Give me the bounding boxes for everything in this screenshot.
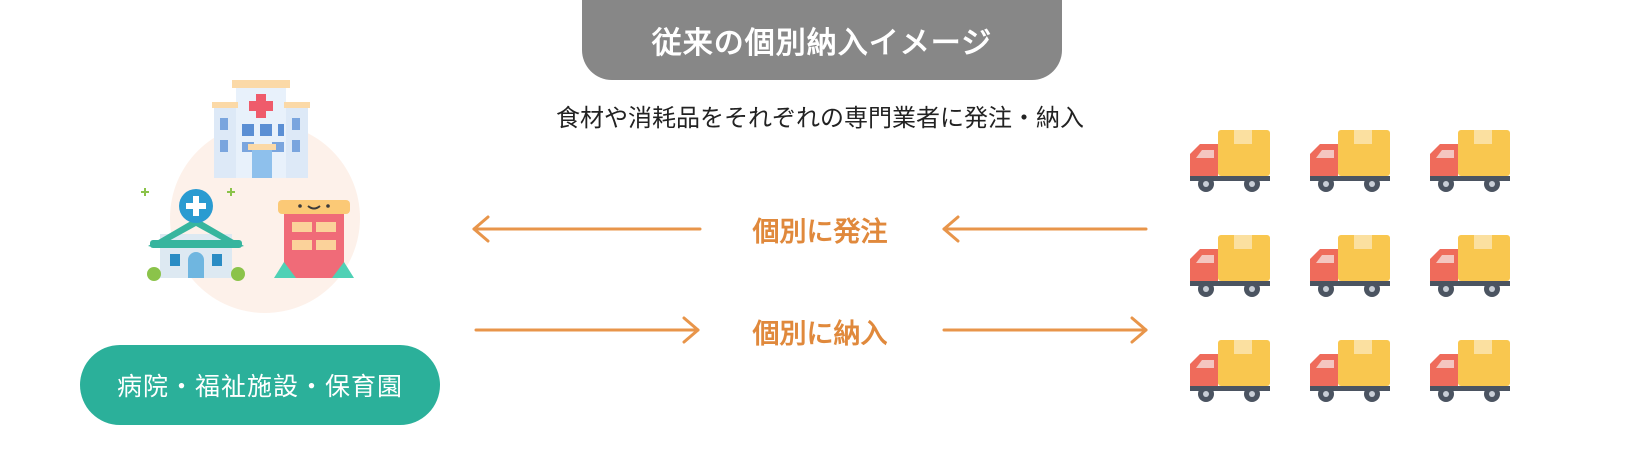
diagram-subtitle: 食材や消耗品をそれぞれの専門業者に発注・納入 — [556, 104, 1084, 132]
facility-label: 病院・福祉施設・保育園 — [80, 345, 440, 425]
delivery-truck-icon — [1190, 130, 1270, 192]
delivery-arrow-left — [474, 316, 700, 344]
delivery-arrow-right — [942, 316, 1148, 344]
vendor-trucks — [1188, 128, 1512, 406]
clinic-icon — [141, 188, 245, 281]
delivery-truck-icon — [1310, 130, 1390, 192]
facility-illustration — [141, 80, 360, 313]
delivery-truck-icon — [1190, 235, 1270, 297]
order-arrow-left — [472, 215, 702, 243]
nursery-school-icon — [274, 200, 354, 278]
hospital-icon — [212, 80, 310, 178]
delivery-truck-icon — [1430, 235, 1510, 297]
diagram-title: 従来の個別納入イメージ — [582, 0, 1062, 80]
delivery-truck-icon — [1430, 340, 1510, 402]
delivery-truck-icon — [1430, 130, 1510, 192]
order-label: 個別に発注 — [752, 217, 888, 248]
delivery-truck-icon — [1190, 340, 1270, 402]
order-arrow-right — [942, 215, 1148, 243]
delivery-truck-icon — [1310, 235, 1390, 297]
delivery-label: 個別に納入 — [752, 319, 888, 350]
delivery-truck-icon — [1310, 340, 1390, 402]
